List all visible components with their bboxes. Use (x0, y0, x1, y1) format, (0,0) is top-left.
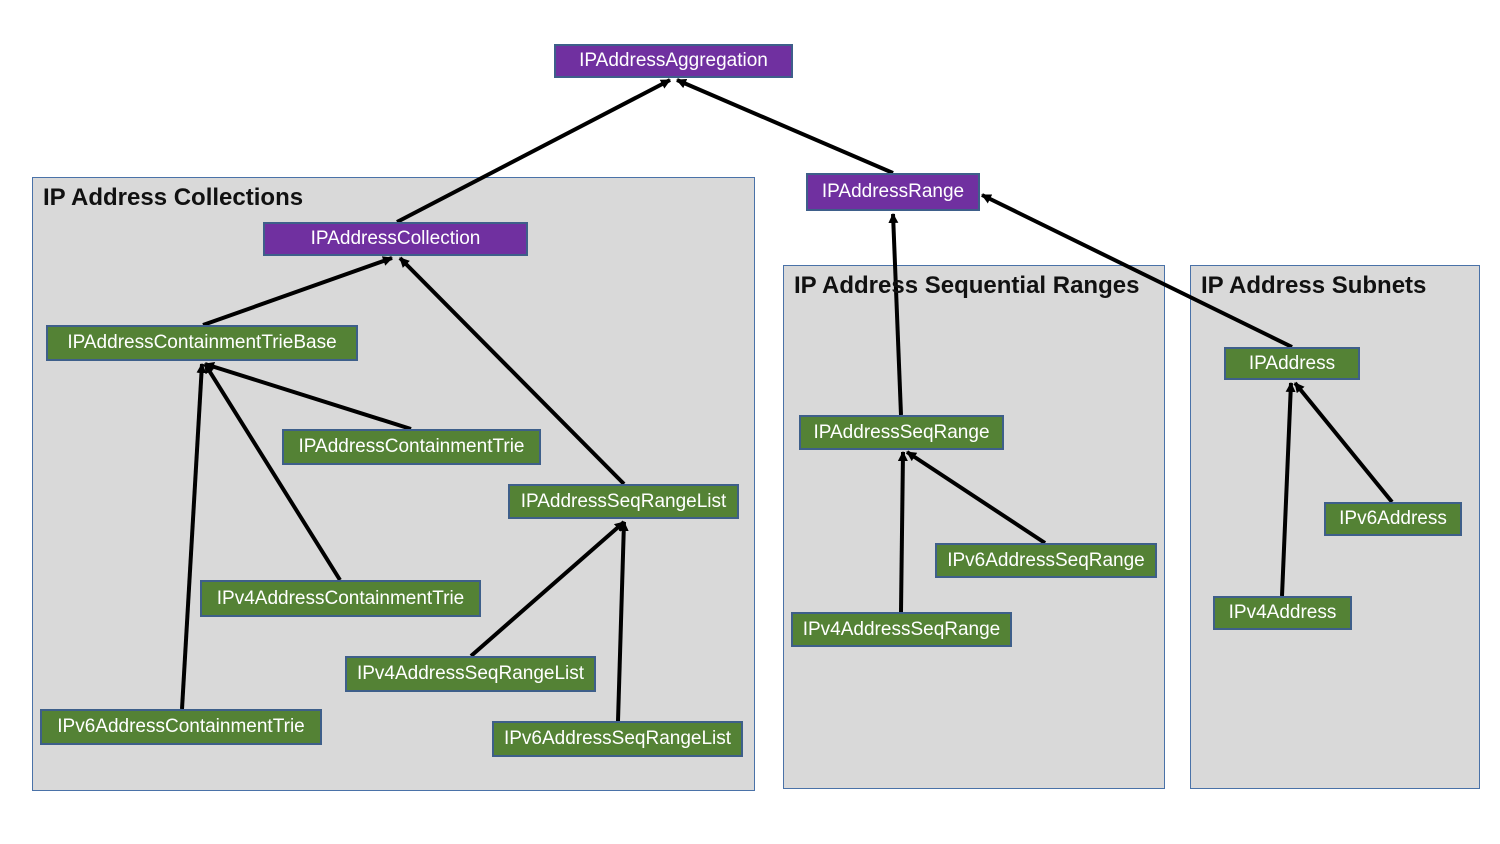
node-ipv4-address-containment-trie: IPv4AddressContainmentTrie (200, 580, 481, 617)
node-ipaddress-seq-range: IPAddressSeqRange (799, 415, 1004, 450)
group-ip-address-sequential-ranges: IP Address Sequential Ranges (783, 265, 1165, 789)
group-title: IP Address Collections (43, 184, 304, 211)
node-ipv6-address-seq-range: IPv6AddressSeqRange (935, 543, 1157, 578)
group-title: IP Address Sequential Ranges (794, 272, 1140, 299)
node-ipaddress-range: IPAddressRange (806, 173, 980, 211)
node-ipaddress: IPAddress (1224, 347, 1360, 380)
node-ipv4-address: IPv4Address (1213, 596, 1352, 630)
node-ipaddress-seq-range-list: IPAddressSeqRangeList (508, 484, 739, 519)
node-ipaddress-containment-trie: IPAddressContainmentTrie (282, 429, 541, 465)
node-ipaddress-aggregation: IPAddressAggregation (554, 44, 793, 78)
node-ipv4-address-seq-range: IPv4AddressSeqRange (791, 612, 1012, 647)
node-ipv4-address-seq-range-list: IPv4AddressSeqRangeList (345, 656, 596, 692)
node-ipv6-address: IPv6Address (1324, 502, 1462, 536)
group-title: IP Address Subnets (1201, 272, 1427, 299)
edge-range-to-aggregation (676, 78, 894, 175)
node-ipaddress-containment-trie-base: IPAddressContainmentTrieBase (46, 325, 358, 361)
node-ipv6-address-seq-range-list: IPv6AddressSeqRangeList (492, 721, 743, 757)
node-ipv6-address-containment-trie: IPv6AddressContainmentTrie (40, 709, 322, 745)
node-ipaddress-collection: IPAddressCollection (263, 222, 528, 256)
